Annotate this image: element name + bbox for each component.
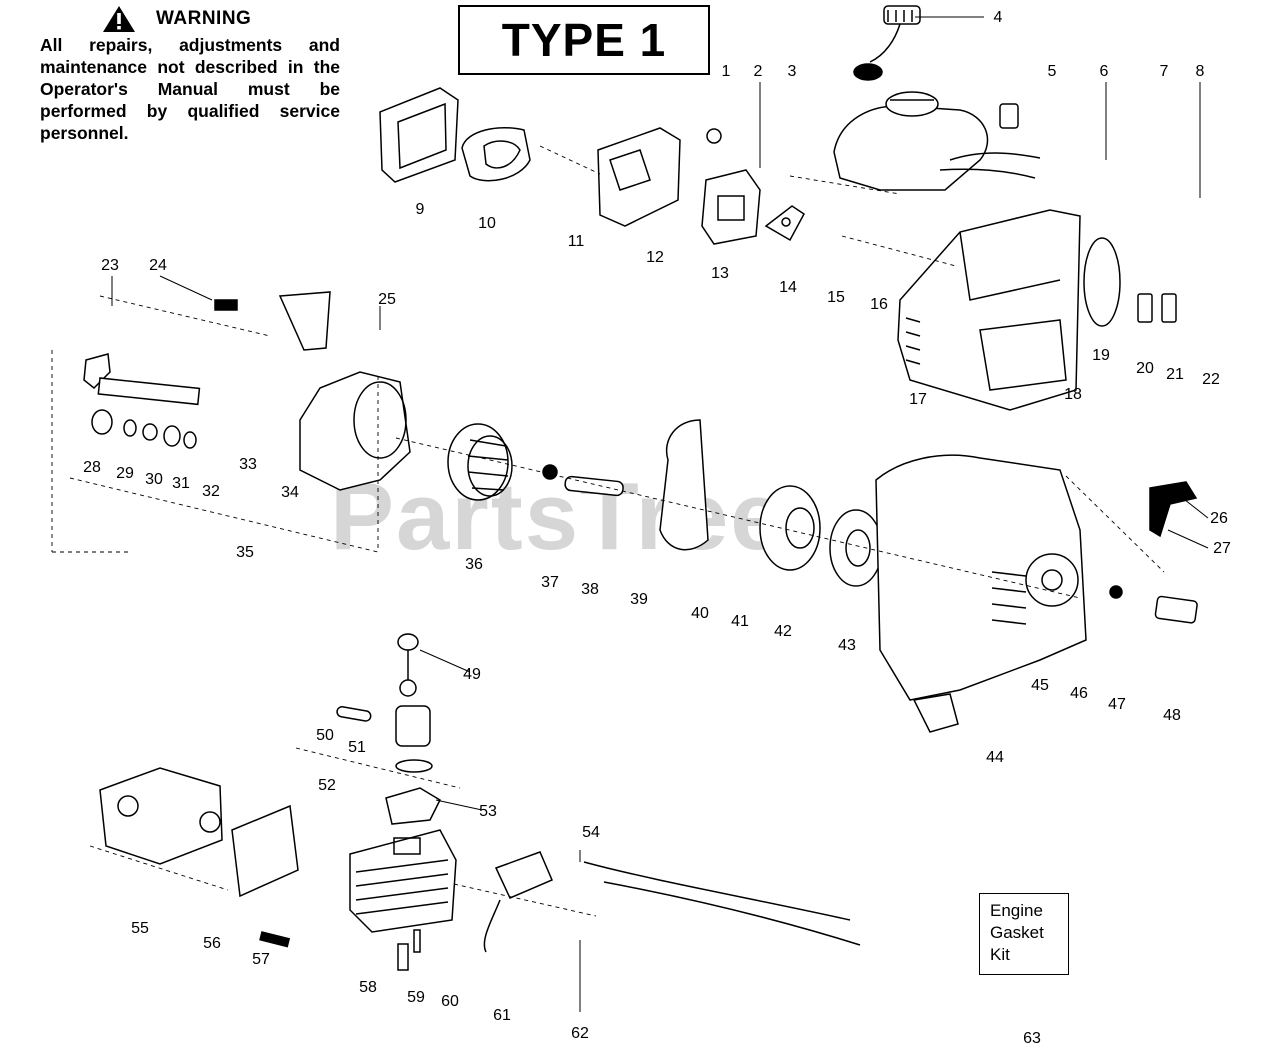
muffler-part xyxy=(99,767,299,948)
callout-61: 61 xyxy=(493,1007,511,1024)
callout-33: 33 xyxy=(239,456,257,473)
callout-59: 59 xyxy=(407,989,425,1006)
carburetor-part xyxy=(701,169,761,245)
callout-16: 16 xyxy=(870,296,888,313)
air-filter-cover-part xyxy=(379,87,459,183)
callout-48: 48 xyxy=(1163,707,1181,724)
callout-20: 20 xyxy=(1136,360,1154,377)
callout-30: 30 xyxy=(145,471,163,488)
callout-17: 17 xyxy=(909,391,927,408)
callout-35: 35 xyxy=(236,544,254,561)
callout-54: 54 xyxy=(582,824,600,841)
callout-4: 4 xyxy=(994,9,1003,26)
callout-19: 19 xyxy=(1092,347,1110,364)
callout-53: 53 xyxy=(479,803,497,820)
callout-23: 23 xyxy=(101,257,119,274)
drive-shaft-part xyxy=(83,353,201,449)
flywheel-part xyxy=(447,423,624,501)
type-label: TYPE 1 xyxy=(458,5,710,75)
callout-36: 36 xyxy=(465,556,483,573)
callout-43: 43 xyxy=(838,637,856,654)
callout-11: 11 xyxy=(568,233,585,250)
callout-38: 38 xyxy=(581,581,599,598)
callout-32: 32 xyxy=(202,483,220,500)
callout-46: 46 xyxy=(1070,685,1088,702)
callout-3: 3 xyxy=(788,63,797,80)
ignition-module-part xyxy=(483,851,861,953)
callout-63: 63 xyxy=(1023,1030,1041,1047)
warning-text: All repairs, adjustments and maintenance… xyxy=(40,35,340,143)
clutch-housing-part xyxy=(214,291,411,491)
callout-41: 41 xyxy=(731,613,749,630)
warning-icon xyxy=(103,6,135,32)
callout-26: 26 xyxy=(1210,510,1228,527)
callout-58: 58 xyxy=(359,979,377,996)
callout-34: 34 xyxy=(281,484,299,501)
callout-62: 62 xyxy=(571,1025,589,1042)
air-filter-part xyxy=(461,127,531,182)
callout-52: 52 xyxy=(318,777,336,794)
callout-39: 39 xyxy=(630,591,648,608)
kit-label-line: Engine xyxy=(990,901,1043,920)
callout-56: 56 xyxy=(203,935,221,952)
callout-2: 2 xyxy=(754,63,763,80)
callout-40: 40 xyxy=(691,605,709,622)
callout-45: 45 xyxy=(1031,677,1049,694)
piston-assembly-part xyxy=(336,633,441,825)
callout-1: 1 xyxy=(722,63,731,80)
callout-47: 47 xyxy=(1108,696,1126,713)
fuel-cap-part xyxy=(853,5,921,81)
callout-60: 60 xyxy=(441,993,459,1010)
callout-9: 9 xyxy=(416,201,425,218)
callout-28: 28 xyxy=(83,459,101,476)
callout-6: 6 xyxy=(1100,63,1109,80)
callout-57: 57 xyxy=(252,951,270,968)
kit-label-line: Gasket xyxy=(990,923,1044,942)
callout-5: 5 xyxy=(1048,63,1057,80)
engine-gasket-kit-box: Engine Gasket Kit xyxy=(979,893,1069,975)
starter-housing-part xyxy=(875,454,1198,733)
kit-label-line: Kit xyxy=(990,945,1010,964)
callout-18: 18 xyxy=(1064,386,1082,403)
starter-pulley-part xyxy=(659,419,883,587)
fuel-tank-part xyxy=(833,91,1041,191)
callout-21: 21 xyxy=(1166,366,1184,383)
callout-7: 7 xyxy=(1160,63,1169,80)
callout-8: 8 xyxy=(1196,63,1205,80)
callout-37: 37 xyxy=(541,574,559,591)
gasket-part xyxy=(764,205,805,242)
callout-50: 50 xyxy=(316,727,334,744)
callout-29: 29 xyxy=(116,465,134,482)
callout-22: 22 xyxy=(1202,371,1220,388)
warning-notice: WARNING All repairs, adjustments and mai… xyxy=(40,4,340,144)
callout-31: 31 xyxy=(172,475,190,492)
callout-55: 55 xyxy=(131,920,149,937)
callout-27: 27 xyxy=(1213,540,1231,557)
engine-housing-part xyxy=(897,209,1177,411)
callout-10: 10 xyxy=(478,215,496,232)
callout-15: 15 xyxy=(827,289,845,306)
callout-12: 12 xyxy=(646,249,664,266)
callout-51: 51 xyxy=(348,739,366,756)
warning-title: WARNING xyxy=(156,8,252,29)
callout-25: 25 xyxy=(378,291,396,308)
cylinder-part xyxy=(349,829,457,971)
callout-44: 44 xyxy=(986,749,1004,766)
carburetor-housing-part xyxy=(597,127,722,227)
callout-42: 42 xyxy=(774,623,792,640)
callout-49: 49 xyxy=(463,666,481,683)
callout-14: 14 xyxy=(779,279,797,296)
callout-24: 24 xyxy=(149,257,167,274)
callout-13: 13 xyxy=(711,265,729,282)
